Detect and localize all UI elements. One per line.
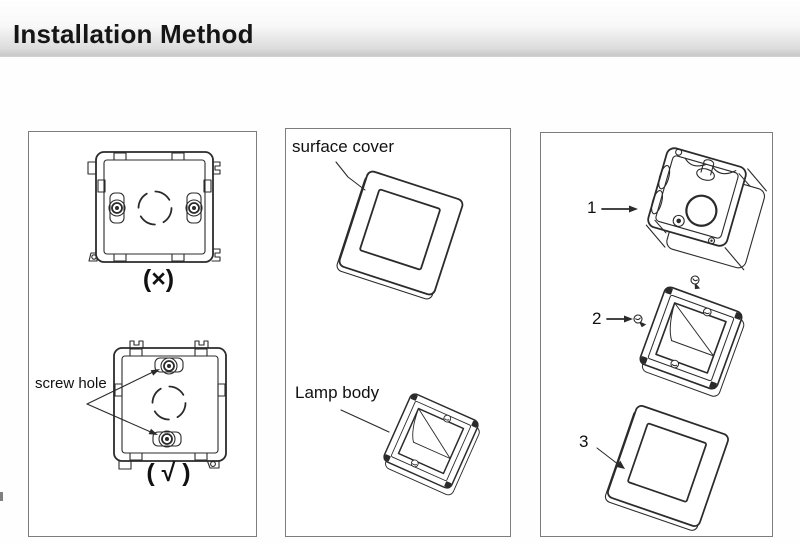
step-2-number: 2: [592, 309, 602, 328]
page-title: Installation Method: [13, 19, 254, 49]
step-3-number: 3: [579, 432, 589, 451]
mounting-box-wrong-figure: [87, 151, 221, 263]
step-1-number: 1: [587, 198, 597, 217]
surface-cover-figure: [334, 168, 465, 302]
wrong-orientation-mark: (×): [142, 265, 175, 293]
page-header: Installation Method: [0, 0, 800, 57]
lamp-body-label: Lamp body: [295, 383, 380, 402]
surface-cover-label: surface cover: [292, 137, 395, 156]
panel-box-orientation: screw hole (×) ( √ ): [28, 131, 257, 537]
screw-hole-label: screw hole: [35, 375, 107, 392]
assembly-figure: [596, 147, 767, 534]
lamp-body-3d-figure: [635, 284, 749, 399]
mounting-box-correct-figure: [113, 340, 227, 470]
surface-cover-leader-line: [335, 161, 366, 191]
panel-assembly-steps: 1 2 3: [540, 132, 773, 537]
panel-part-names: surface cover Lamp body: [285, 128, 511, 537]
step1-arrow: [601, 205, 638, 213]
screw-hole-arrows: [86, 369, 160, 435]
edge-artifact: [0, 492, 3, 501]
orientation-figure: [86, 151, 227, 470]
correct-orientation-mark: ( √ ): [146, 459, 191, 487]
screw-figure-left: [632, 312, 648, 330]
lamp-body-leader-line: [340, 409, 390, 433]
screw-figure-top: [688, 274, 703, 291]
parts-figure: [334, 161, 485, 498]
step3-leader-line: [596, 447, 625, 469]
lamp-body-figure: [379, 391, 485, 498]
step2-arrow: [606, 315, 633, 323]
mounting-box-3d-figure: [645, 147, 767, 271]
